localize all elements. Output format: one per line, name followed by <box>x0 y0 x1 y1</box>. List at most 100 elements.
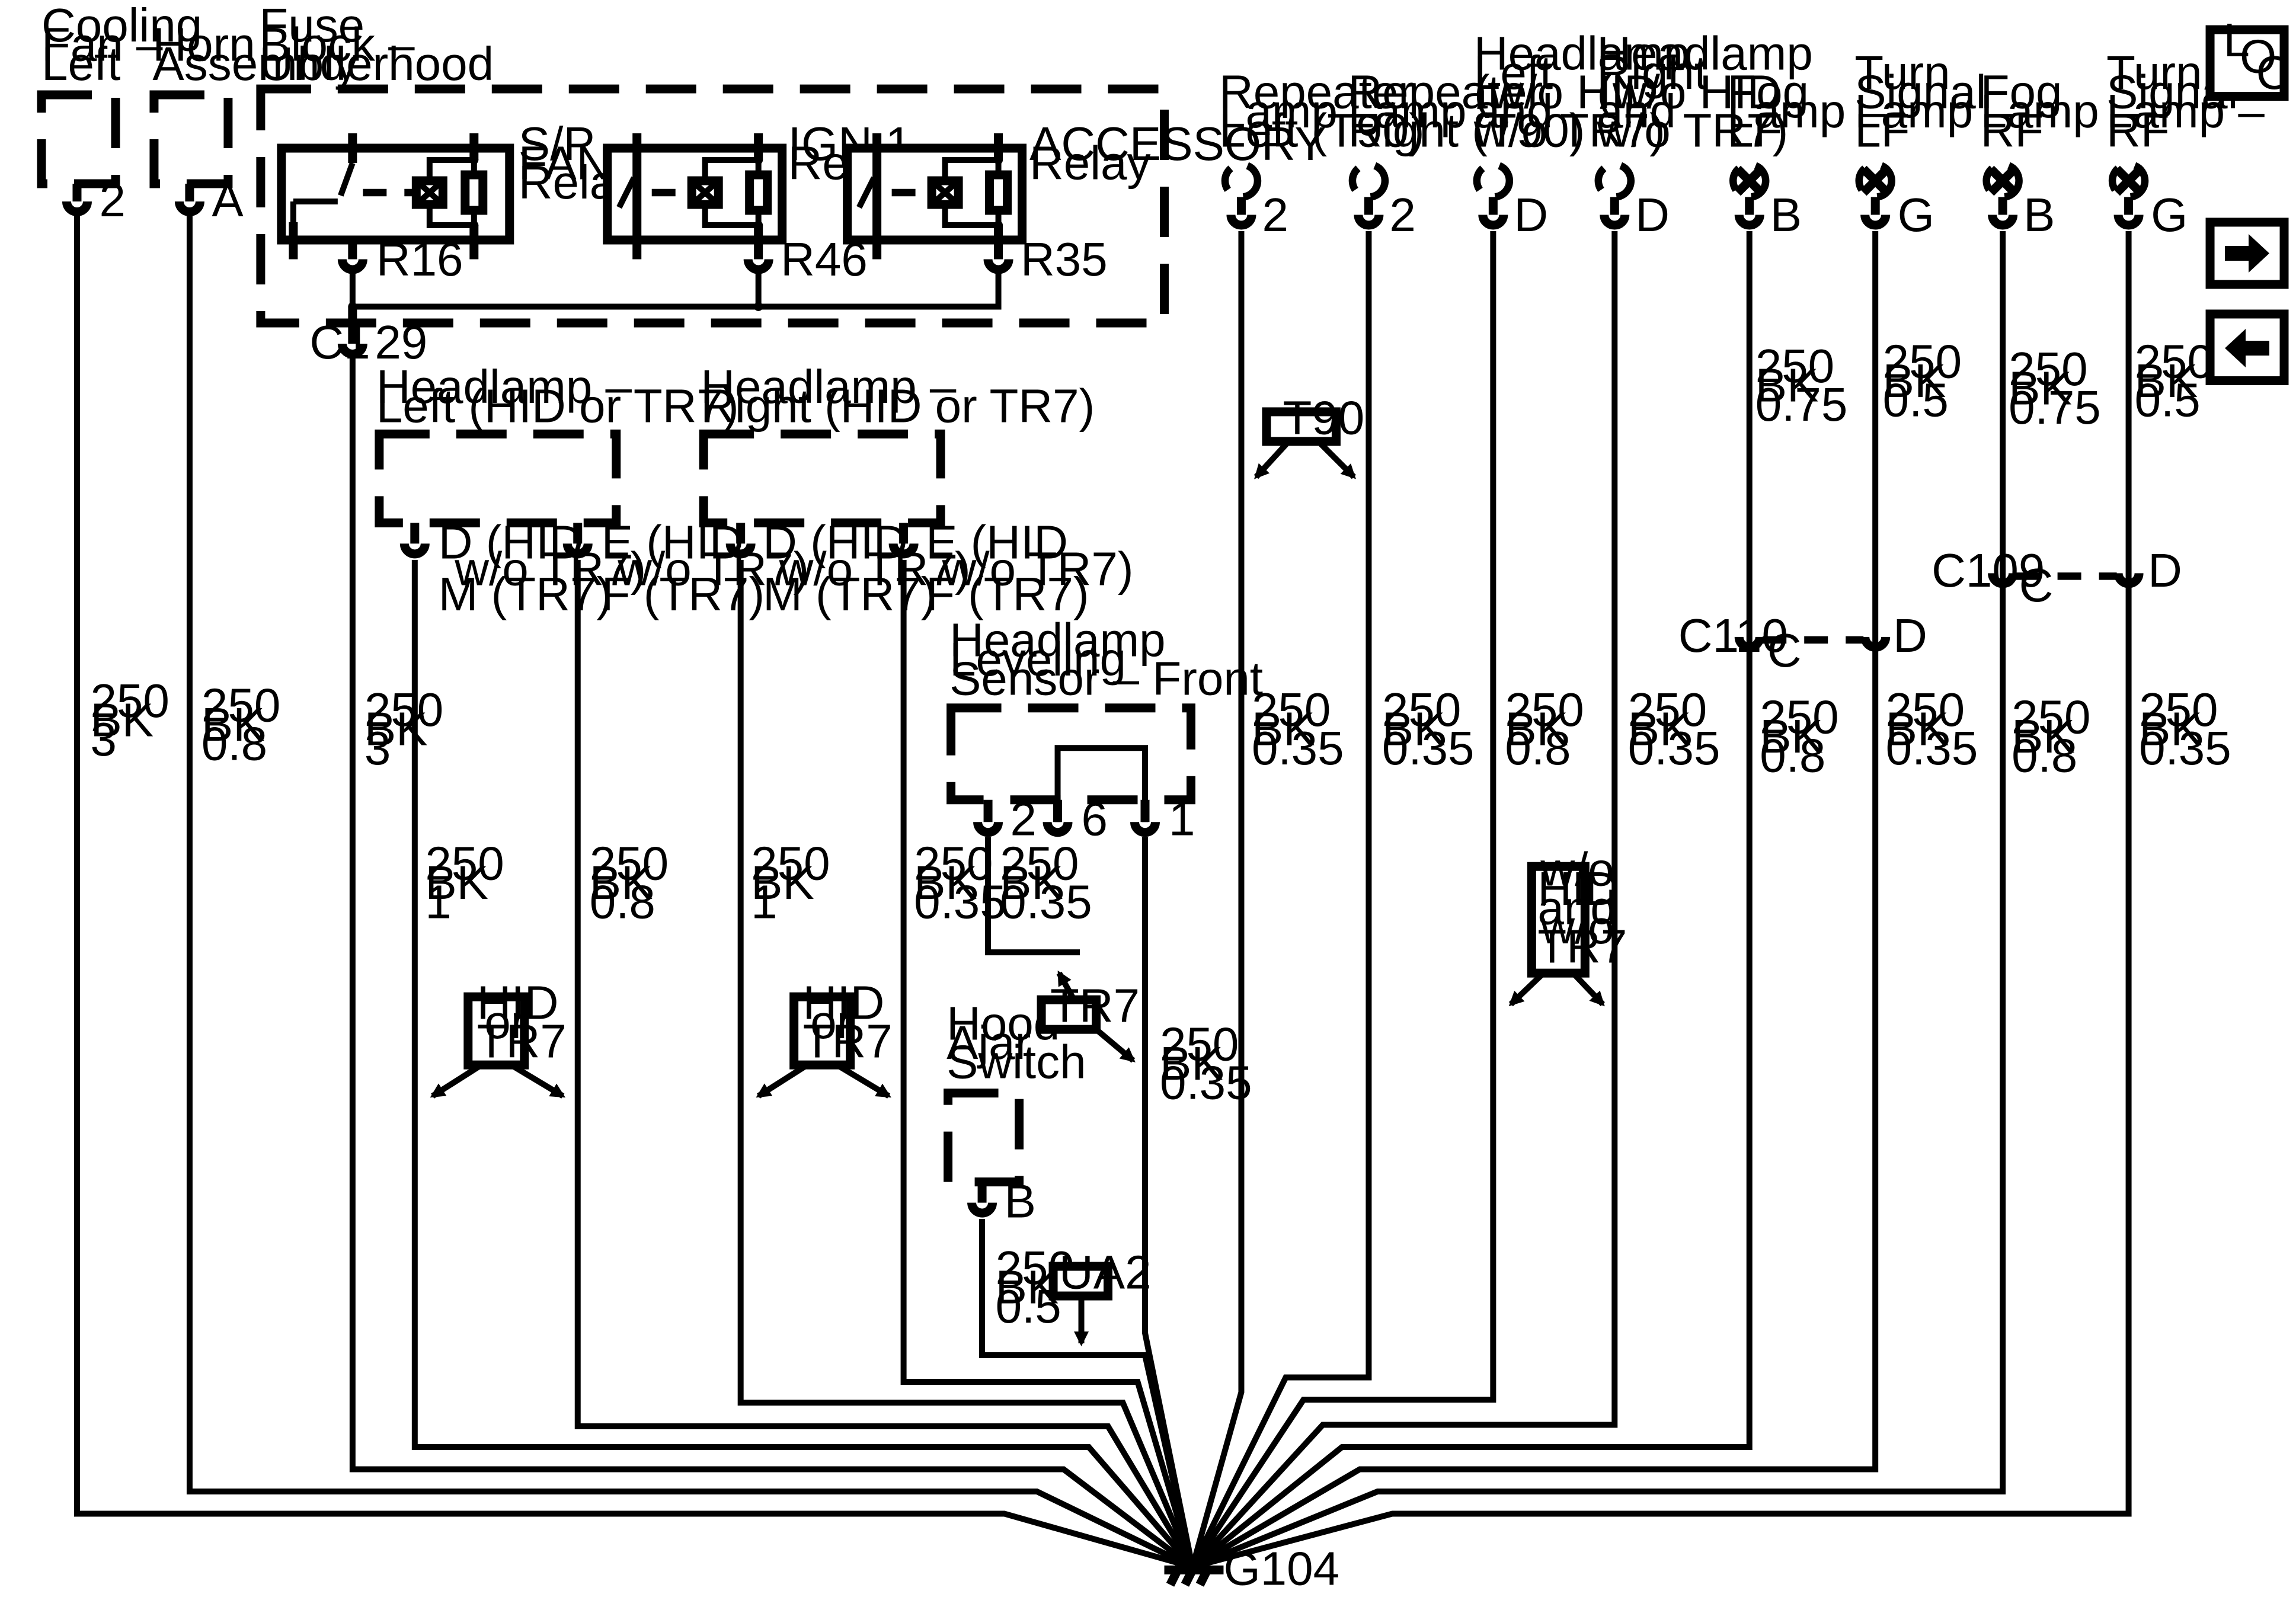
option-tr7-callout[interactable]: TR7 <box>1037 970 1140 1063</box>
wire-label-turn-rf-upper: 250 BK 0.5 <box>2135 335 2214 426</box>
wo-hid-line-2: HID <box>1537 862 1619 915</box>
horn-name-2: Assembly <box>152 37 358 90</box>
repeater-left-pin: 2 <box>1262 188 1288 241</box>
svg-text:BK: BK <box>2135 354 2198 407</box>
headlamp-right-hid-pin-d-1: D (HID <box>763 516 907 568</box>
svg-text:0.35: 0.35 <box>1628 722 1721 774</box>
cooling-fan-component[interactable]: Cooling Fan – Left 2 <box>37 0 202 226</box>
fuse-block-underhood[interactable]: Fuse Block – Underhood S/P FAN Relay <box>256 0 1326 328</box>
leveling-sensor-component[interactable]: Headlamp Leveling Sensor – Front 2 6 1 <box>946 613 1263 846</box>
repeater-right-name-2: Lamp – <box>1348 85 1506 137</box>
headlamp-right-hid-component[interactable]: Headlamp – Right (HID or TR7) D (HID w/o… <box>699 360 1134 620</box>
svg-text:BK: BK <box>1755 359 1819 411</box>
svg-text:BK: BK <box>1160 1037 1223 1090</box>
wire-label-c109-d-lower: 250 BK 0.35 <box>2139 683 2231 774</box>
c109-pin-c: C <box>2019 559 2054 612</box>
headlamp-right-hid-pin-e-3: F (TR7) <box>926 568 1089 620</box>
wire-label-repeater-right: 250 BK 0.35 <box>1382 683 1475 774</box>
svg-text:250: 250 <box>1160 1018 1239 1071</box>
fog-rf-name-3: RF <box>1981 104 2044 157</box>
hid-tr7-right-line-1: HID <box>803 977 885 1029</box>
svg-text:BK: BK <box>90 693 154 746</box>
repeater-right-name-1: Repeater <box>1348 66 1543 119</box>
svg-text:0.35: 0.35 <box>1886 722 1978 774</box>
leveling-sensor-pin-2: 2 <box>1011 793 1037 846</box>
loc-letter-c: C <box>2256 46 2291 99</box>
repeater-left-component[interactable]: Repeater Lamp – Left (T90) 2 <box>1219 66 1425 241</box>
sp-fan-relay-name-1: S/P <box>519 117 595 170</box>
wire-label-hl-left-d: 250 BK 1 <box>425 837 504 929</box>
option-t90-callout[interactable]: T90 <box>1253 391 1364 479</box>
svg-text:BK: BK <box>751 856 814 909</box>
svg-text:BK: BK <box>1252 702 1315 755</box>
svg-text:250: 250 <box>2135 335 2214 388</box>
svg-text:0.5: 0.5 <box>1883 373 1949 426</box>
turn-lamp-lf-component[interactable]: Turn Signal Lamp – LF G <box>1854 46 2013 241</box>
headlamp-right-name-2: Right <box>1597 46 1707 99</box>
sp-fan-relay[interactable]: S/P FAN Relay R16 <box>277 117 639 286</box>
headlamp-left-hid-name-2: Left (HID or TR7) <box>376 379 739 432</box>
wire-label-c109-c-lower: 250 BK 0.8 <box>2012 690 2090 782</box>
option-hid-tr7-right-callout[interactable]: HID or TR7 <box>756 977 893 1099</box>
svg-text:250: 250 <box>364 683 443 736</box>
headlamp-right-component[interactable]: Headlamp Right (w/o HID and w/o TR7) D <box>1594 27 1813 241</box>
horn-component[interactable]: Horn Assembly A <box>149 18 358 226</box>
fog-lamp-rf-component[interactable]: Fog Lamp – RF B <box>1981 66 2139 241</box>
headlamp-left-component[interactable]: Headlamp Left (w/o HID and w/o TR7) D <box>1473 27 1690 241</box>
turn-rf-name-4: RF <box>2106 104 2170 157</box>
svg-text:250: 250 <box>90 674 169 727</box>
svg-text:BK: BK <box>996 1261 1059 1314</box>
turn-lf-name-3: Lamp – <box>1854 85 2013 137</box>
wire-label-fuse-block: 250 BK 3 <box>364 683 443 774</box>
wire-label-c110-d-lower: 250 BK 0.35 <box>1886 683 1978 774</box>
hid-tr7-left-line-2: or <box>484 996 526 1048</box>
svg-text:0.35: 0.35 <box>1000 876 1092 929</box>
fog-rf-name-1: Fog <box>1981 66 2062 119</box>
repeater-left-name-3: Left (T90) <box>1219 104 1425 157</box>
headlamp-left-name-5: w/o TR7) <box>1473 104 1665 157</box>
hood-ajar-name-2: Ajar <box>946 1016 1031 1069</box>
svg-text:250: 250 <box>1628 683 1707 736</box>
headlamp-left-hid-pin-d-2: w/o TR7) <box>454 542 646 595</box>
next-page-button[interactable] <box>2205 217 2289 289</box>
option-ua2-callout[interactable]: UA2 <box>1048 1246 1152 1347</box>
prev-page-button[interactable] <box>2205 309 2289 385</box>
wire-label-hl-right-d: 250 BK 1 <box>751 837 830 929</box>
fog-lamp-lf-component[interactable]: Fog Lamp – LF B <box>1727 66 1885 241</box>
accessory-relay[interactable]: ACCESSORY Relay R35 <box>843 117 1326 286</box>
repeater-left-name-2: Lamp – <box>1219 85 1377 137</box>
c110-pin-c: C <box>1767 624 1802 677</box>
svg-text:250: 250 <box>1505 683 1584 736</box>
headlamp-left-hid-pin-d-3: M (TR7) <box>439 568 612 620</box>
repeater-right-component[interactable]: Repeater Lamp – Right (T90) 2 <box>1348 66 1585 241</box>
turn-lf-name-2: Signal <box>1854 66 1986 119</box>
headlamp-left-name-1: Headlamp <box>1474 27 1690 80</box>
option-hid-tr7-left-callout[interactable]: HID or TR7 <box>430 977 567 1099</box>
wo-hid-line-3: and <box>1537 882 1616 934</box>
horn-pin: A <box>212 174 244 226</box>
turn-lf-name-4: LF <box>1854 104 1910 157</box>
wire-label-fog-rf-upper: 250 BK 0.75 <box>2009 343 2101 434</box>
headlamp-left-hid-pin-e-2: w/o TR7) <box>617 542 809 595</box>
hid-tr7-left-line-3: TR7 <box>477 1015 567 1068</box>
headlamp-right-hid-pin-e-1: E (HID <box>926 516 1068 568</box>
headlamp-right-hid-name-2: Right (HID or TR7) <box>701 379 1095 432</box>
turn-lamp-rf-component[interactable]: Turn Signal Lamp – RF G <box>2106 46 2265 241</box>
repeater-right-name-3: Right (T90) <box>1348 104 1585 157</box>
svg-text:250: 250 <box>202 678 280 731</box>
svg-text:0.8: 0.8 <box>1505 722 1571 774</box>
wire-label-headlamp-left: 250 BK 0.8 <box>1505 683 1584 774</box>
option-t90-label: T90 <box>1283 391 1364 444</box>
svg-text:250: 250 <box>2012 690 2090 743</box>
cooling-fan-name-2: Fan – <box>41 18 163 71</box>
loc-button[interactable]: L O C <box>2205 14 2291 101</box>
headlamp-left-name-2: Left <box>1474 46 1553 99</box>
hood-ajar-name-3: Switch <box>946 1036 1086 1089</box>
option-ua2-label: UA2 <box>1059 1246 1152 1299</box>
option-wo-hid-callout[interactable]: w/o HID and w/o TR7 <box>1508 843 1627 1007</box>
c110-pin-d: D <box>1893 609 1927 662</box>
c109-label: C109 <box>1932 544 2045 597</box>
hid-tr7-right-line-2: or <box>810 996 852 1048</box>
turn-rf-name-1: Turn <box>2106 46 2202 99</box>
